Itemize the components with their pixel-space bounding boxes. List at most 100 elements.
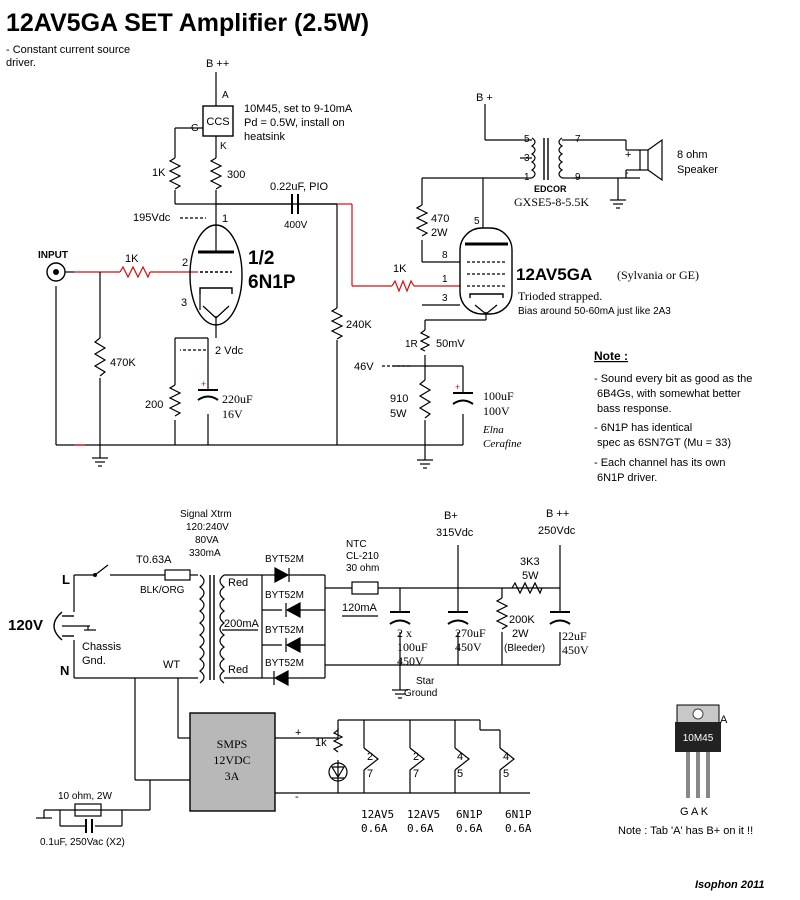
svg-text:0.6A: 0.6A	[361, 822, 388, 835]
svg-text:1: 1	[442, 274, 448, 285]
svg-text:80VA: 80VA	[195, 535, 219, 546]
svg-text:200mA: 200mA	[224, 618, 260, 630]
svg-text:16V: 16V	[222, 407, 243, 421]
svg-text:120V: 120V	[8, 617, 43, 634]
svg-text:bass response.: bass response.	[597, 403, 672, 415]
resistor-1k-grid	[391, 279, 415, 293]
svg-text:450V: 450V	[397, 654, 424, 668]
svg-text:B+: B+	[444, 510, 458, 522]
svg-text:EDCOR: EDCOR	[534, 184, 567, 194]
svg-text:240K: 240K	[346, 319, 372, 331]
svg-text:1k: 1k	[315, 737, 327, 749]
svg-text:22uF: 22uF	[562, 629, 587, 643]
svg-text:50mV: 50mV	[436, 338, 465, 350]
part-note: Note : Tab 'A' has B+ on it !!	[618, 825, 753, 837]
svg-text:Ground: Ground	[404, 688, 437, 699]
svg-text:1: 1	[524, 172, 530, 183]
svg-text:Cerafine: Cerafine	[483, 438, 522, 450]
svg-text:9: 9	[575, 172, 581, 183]
svg-text:315Vdc: 315Vdc	[436, 527, 474, 539]
svg-text:Chassis: Chassis	[82, 641, 122, 653]
subtitle-line1: - Constant current source	[6, 44, 130, 56]
svg-text:Red: Red	[228, 577, 248, 589]
svg-text:6N1P driver.: 6N1P driver.	[597, 472, 657, 484]
svg-text:1/2: 1/2	[248, 248, 274, 269]
svg-text:10 ohm, 2W: 10 ohm, 2W	[58, 791, 112, 802]
svg-text:470: 470	[431, 213, 449, 225]
svg-text:A: A	[222, 90, 229, 101]
svg-text:450V: 450V	[562, 643, 589, 657]
svg-text:Gnd.: Gnd.	[82, 655, 106, 667]
svg-text:+: +	[455, 382, 460, 392]
svg-text:B ++: B ++	[206, 58, 229, 70]
svg-text:0.6A: 0.6A	[505, 822, 532, 835]
svg-text:3: 3	[442, 293, 448, 304]
svg-text:0.6A: 0.6A	[407, 822, 434, 835]
heater-symbols	[363, 747, 515, 771]
svg-text:Red: Red	[228, 664, 248, 676]
resistor-1k-ccs	[168, 157, 182, 190]
svg-text:5W: 5W	[522, 570, 539, 582]
ntc-icon	[351, 581, 379, 595]
amp-labels: B ++ A G K 10M45, set to 9-10mA Pd = 0.5…	[38, 58, 718, 450]
resistor-910	[418, 379, 432, 419]
svg-text:2: 2	[367, 751, 373, 763]
resistor-240k	[330, 307, 344, 340]
svg-text:BYT52M: BYT52M	[265, 625, 304, 636]
svg-text:0.1uF, 250Vac (X2): 0.1uF, 250Vac (X2)	[40, 837, 125, 848]
svg-text:heatsink: heatsink	[244, 131, 285, 143]
svg-text:Trioded strapped.: Trioded strapped.	[518, 289, 602, 303]
svg-text:T0.63A: T0.63A	[136, 554, 172, 566]
svg-text:BLK/ORG: BLK/ORG	[140, 585, 185, 596]
svg-text:30 ohm: 30 ohm	[346, 563, 379, 574]
svg-text:6B4Gs, with somewhat better: 6B4Gs, with somewhat better	[597, 388, 741, 400]
svg-text:K: K	[220, 141, 227, 152]
bypass-capacitor-220uf: +	[197, 379, 219, 401]
svg-text:330mA: 330mA	[189, 548, 221, 559]
svg-text:5: 5	[474, 216, 480, 227]
svg-text:100V: 100V	[483, 404, 510, 418]
amp-wires	[55, 72, 640, 460]
svg-text:120:240V: 120:240V	[186, 522, 229, 533]
svg-text:2: 2	[182, 257, 188, 269]
led-icon	[328, 762, 348, 782]
part-tab-label: A	[720, 714, 728, 726]
svg-text:G: G	[191, 123, 199, 134]
part-10m45-icon: 10M45	[675, 704, 721, 798]
svg-text:4: 4	[503, 751, 509, 763]
coupling-capacitor	[216, 194, 337, 214]
svg-text:12AV5: 12AV5	[407, 808, 440, 821]
subtitle-line2: driver.	[6, 57, 36, 69]
svg-text:7: 7	[575, 134, 581, 145]
svg-text:1R: 1R	[405, 339, 418, 350]
diode-bridge	[262, 566, 301, 687]
star-ground-icon	[36, 689, 408, 819]
svg-text:2W: 2W	[512, 628, 529, 640]
svg-text:B +: B +	[476, 92, 493, 104]
svg-text:INPUT: INPUT	[38, 250, 68, 261]
resistor-1k-input	[119, 265, 151, 279]
svg-text:SMPS: SMPS	[217, 737, 248, 751]
resistor-bleeder	[495, 597, 509, 630]
resistor-1k-led	[332, 729, 344, 753]
svg-text:8 ohm: 8 ohm	[677, 149, 708, 161]
psu-labels: Signal Xtrm 120:240V 80VA 330mA T0.63A B…	[8, 508, 589, 848]
svg-text:3K3: 3K3	[520, 556, 540, 568]
svg-text:5: 5	[524, 134, 530, 145]
svg-text:12VDC: 12VDC	[213, 753, 250, 767]
svg-text:2 x: 2 x	[397, 626, 412, 640]
svg-text:WT: WT	[163, 659, 180, 671]
resistor-470-2w	[415, 204, 429, 237]
resistor-470k	[93, 337, 107, 377]
svg-text:Signal Xtrm: Signal Xtrm	[180, 509, 232, 520]
svg-text:- 6N1P has identical: - 6N1P has identical	[594, 422, 692, 434]
svg-text:-: -	[295, 791, 299, 803]
svg-text:Bias around 50-60mA just like: Bias around 50-60mA just like 2A3	[518, 306, 671, 317]
svg-text:400V: 400V	[284, 220, 308, 231]
svg-text:Elna: Elna	[482, 424, 504, 436]
svg-text:3: 3	[181, 297, 187, 309]
resistor-200	[168, 384, 182, 417]
svg-text:470K: 470K	[110, 357, 136, 369]
svg-text:5: 5	[503, 768, 509, 780]
